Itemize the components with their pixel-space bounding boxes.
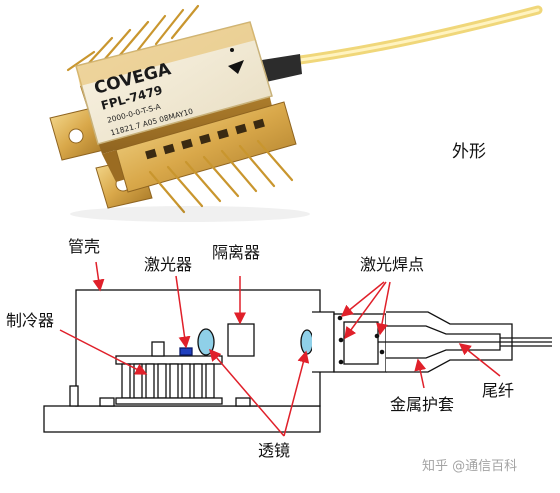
leader-arrows	[59, 261, 501, 437]
laser-warning-triangle	[228, 60, 244, 74]
lens-2	[300, 329, 314, 355]
lens-1	[197, 328, 215, 356]
cooler-top	[115, 355, 223, 365]
base-plate	[43, 405, 321, 433]
label-isolator: 隔离器	[212, 243, 260, 262]
label-cooler: 制冷器	[6, 311, 54, 330]
schematic	[43, 289, 552, 433]
fiber-pigtail	[281, 5, 543, 67]
label-metal-sleeve: 金属护套	[390, 395, 454, 414]
laser-chip	[179, 347, 193, 356]
cooler-fins	[121, 363, 215, 399]
bottom-pins	[148, 139, 294, 214]
receptacle	[312, 311, 335, 373]
top-pins	[66, 4, 200, 72]
label-housing: 管壳	[68, 237, 100, 256]
watermark: 知乎 @通信百科	[422, 458, 517, 474]
label-appearance: 外形	[452, 142, 486, 162]
label-lens: 透镜	[258, 441, 290, 460]
solder-points	[337, 315, 385, 365]
label-solder-points: 激光焊点	[360, 255, 424, 274]
product-photo: COVEGA FPL-7479 2000-0-0-T-S-A 11821.7 A…	[49, 4, 543, 222]
label-laser: 激光器	[144, 255, 192, 274]
isolator	[227, 323, 255, 357]
label-fiber: 尾纤	[482, 381, 514, 400]
